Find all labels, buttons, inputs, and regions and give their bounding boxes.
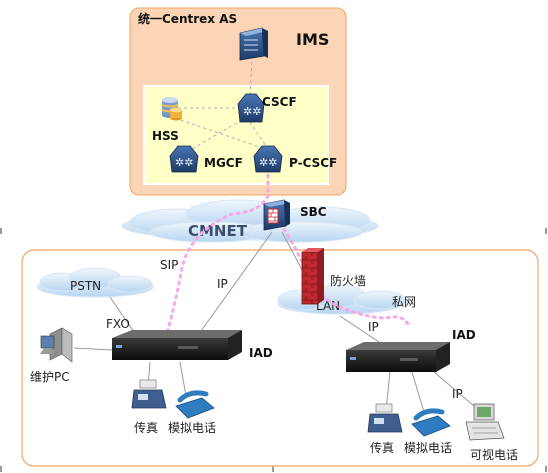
pstn-label: PSTN <box>70 279 101 293</box>
ip-right-label: IP <box>368 320 379 334</box>
p-cscf-label: P-CSCF <box>289 156 337 170</box>
fxo-label: FXO <box>106 317 130 331</box>
sbc-label: SBC <box>300 205 327 219</box>
firewall-label: 防火墙 <box>330 273 366 288</box>
centrex-as-server-icon <box>239 27 268 61</box>
iad-left-device-icon <box>112 330 242 360</box>
firewall-icon <box>301 248 324 305</box>
analog-phone-left-label: 模拟电话 <box>168 421 216 435</box>
mgcf-router-icon: ✲✲ <box>169 145 199 173</box>
hss-label: HSS <box>152 129 179 143</box>
svg-text:✲✲: ✲✲ <box>259 156 277 169</box>
iad-right-device-icon <box>346 342 450 372</box>
private-net-label: 私网 <box>392 295 416 309</box>
cscf-router-icon: ✲✲ <box>237 93 265 123</box>
video-phone-icon <box>465 403 505 441</box>
sip-label: SIP <box>160 258 178 272</box>
centrex-as-label: 统一Centrex AS <box>138 11 237 26</box>
svg-text:✲✲: ✲✲ <box>243 105 261 118</box>
ims-label: IMS <box>296 30 329 49</box>
maint-pc-label: 维护PC <box>30 370 70 384</box>
sbc-icon <box>263 199 290 231</box>
cmnet-cloud <box>121 199 379 243</box>
ip-video-label: IP <box>452 387 463 401</box>
analog-phone-right-label: 模拟电话 <box>404 441 452 455</box>
pstn-cloud <box>36 267 154 298</box>
private-network-cloud <box>277 284 407 315</box>
hss-database-icon <box>161 97 182 121</box>
enterprise-site-box <box>21 249 539 467</box>
physical-links <box>73 231 475 413</box>
analog-phone-left-icon <box>175 390 215 419</box>
svg-text:✲✲: ✲✲ <box>175 156 193 169</box>
fax-left-label: 传真 <box>134 420 158 435</box>
ims-links <box>174 61 269 151</box>
iad-right-label: IAD <box>452 328 476 342</box>
fax-right-icon <box>367 403 403 433</box>
fax-right-label: 传真 <box>370 440 394 455</box>
cmnet-label: CMNET <box>188 222 248 240</box>
signaling-path <box>166 173 410 332</box>
iad-left-label: IAD <box>249 346 273 360</box>
video-phone-label: 可视电话 <box>470 447 518 462</box>
fax-left-icon <box>131 379 167 409</box>
cscf-label: CSCF <box>262 95 297 109</box>
mgcf-label: MGCF <box>204 156 243 170</box>
maintenance-pc-icon <box>40 327 73 363</box>
p-cscf-router-icon: ✲✲ <box>253 145 283 173</box>
ip-left-label: IP <box>217 277 228 291</box>
analog-phone-right-icon <box>411 408 451 437</box>
corner-marks <box>0 228 547 472</box>
